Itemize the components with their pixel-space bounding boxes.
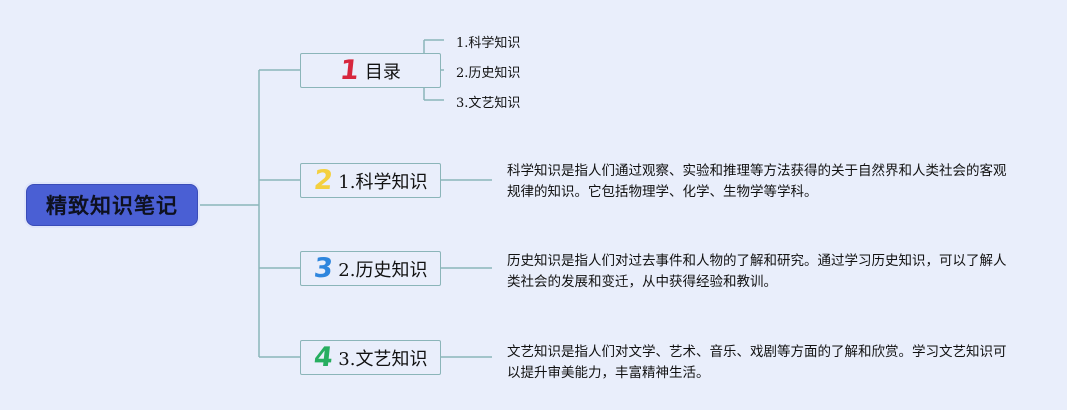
description-arts: 文艺知识是指人们对文学、艺术、音乐、戏剧等方面的了解和欣赏。学习文艺知识可以提升…	[507, 344, 1007, 381]
branch-label: 目录	[364, 61, 401, 83]
number-2-icon: 2	[311, 165, 334, 196]
toc-item-history[interactable]: 2.历史知识	[456, 66, 521, 81]
toc-item-arts[interactable]: 3.文艺知识	[456, 96, 521, 111]
number-1-icon: 1	[338, 55, 361, 86]
branch-node-arts[interactable]: 4 3.文艺知识	[300, 340, 441, 375]
branch-node-science[interactable]: 2 1.科学知识	[300, 163, 441, 198]
branch-label: 2.历史知识	[338, 259, 428, 281]
root-title: 精致知识笔记	[46, 194, 178, 218]
branch-node-history[interactable]: 3 2.历史知识	[300, 251, 441, 286]
toc-item-science[interactable]: 1.科学知识	[456, 36, 521, 51]
branch-label: 3.文艺知识	[338, 348, 428, 370]
description-history: 历史知识是指人们对过去事件和人物的了解和研究。通过学习历史知识，可以了解人类社会…	[507, 253, 1007, 290]
description-science: 科学知识是指人们通过观察、实验和推理等方法获得的关于自然界和人类社会的客观规律的…	[507, 163, 1007, 200]
root-node[interactable]: 精致知识笔记	[26, 184, 198, 226]
branch-node-toc[interactable]: 1 目录	[300, 53, 441, 88]
branch-label: 1.科学知识	[338, 171, 428, 193]
number-3-icon: 3	[311, 253, 334, 284]
number-4-icon: 4	[311, 342, 334, 373]
